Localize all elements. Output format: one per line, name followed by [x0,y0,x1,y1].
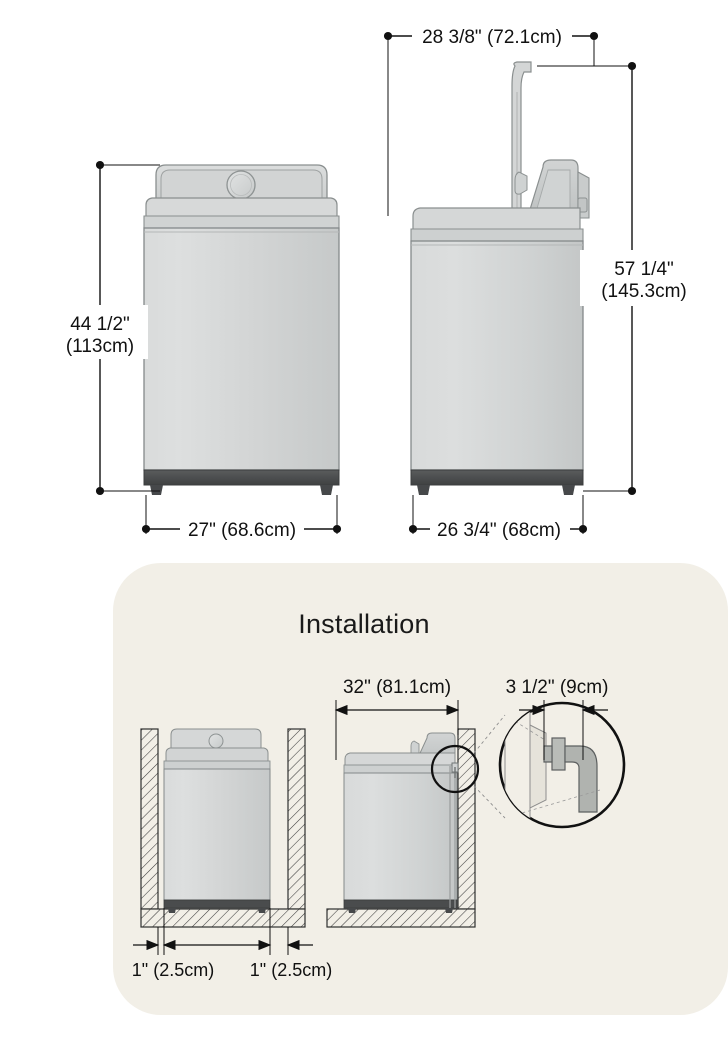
install-side-foot-left [348,908,356,913]
install-side-cabinet [343,772,458,901]
installation-section: Installation 1" (2.5cm) [113,563,728,1015]
dimension-side-clearance-left: 1" (2.5cm) [132,908,214,980]
side-console-nub [514,171,528,195]
dimension-depth-lid-open: 28 3/8" (72.1cm) [383,24,599,216]
dim-label-bg [430,517,570,541]
front-lid-strip [145,197,338,219]
dimension-install-depth-clearance: 32" (81.1cm) [334,677,460,760]
detail-inner-leader-bottom [504,789,601,819]
install-front-view: 1" (2.5cm) 1" (2.5cm) [132,728,332,980]
side-foot-right [562,485,575,495]
side-cabinet [410,240,584,471]
dimension-height-lid-open: 57 1/4" (145.3cm) [537,61,716,496]
install-front-foot-left [168,908,176,913]
dimension-label-height-open-cm: (145.3cm) [601,281,687,302]
dimension-height-lid-closed: 44 1/2" (113cm) [52,160,160,496]
dimension-width: 27" (68.6cm) [141,495,342,541]
install-front-lid-strip [165,747,269,763]
dimension-side-clearance-right: 1" (2.5cm) [250,927,332,980]
install-front-base-band [163,899,271,909]
dim-label-bg [412,24,572,48]
side-top-shoulder [410,228,584,242]
install-front-foot-right [258,908,266,913]
front-foot-left [150,485,163,495]
dimension-label-height-in: 44 1/2" [70,314,130,335]
control-dial-ring-icon [230,174,252,196]
drain-hose-detail-callout [498,701,626,829]
install-side-base-band [343,899,458,909]
dimension-label-height-cm: (113cm) [66,336,134,357]
side-base-band [410,469,584,486]
install-side-floor [326,908,476,928]
install-side-top-deck [344,752,456,767]
detail-collar [551,737,566,771]
front-cabinet [143,227,340,471]
install-floor [140,908,306,928]
dimension-label-depth-lid-open: 28 3/8" (72.1cm) [422,27,562,48]
install-wall-right [287,728,306,910]
side-view [410,61,590,495]
dimension-label-install-rear-clearance: 3 1/2" (9cm) [506,677,609,698]
side-top-deck [412,207,581,232]
dim-label-bg [52,305,148,359]
dimension-install-rear-clearance: 3 1/2" (9cm) [506,677,609,760]
dimension-label-width: 27" (68.6cm) [188,520,296,541]
install-side-foot-right [445,908,453,913]
dimension-install-washer-width [162,908,272,955]
install-side-view: 32" (81.1cm) 3 1/2" (9cm) [326,677,626,928]
install-control-dial-icon [208,733,224,749]
front-view [143,164,340,495]
dimension-depth: 26 3/4" (68cm) [408,495,588,541]
dimension-label-side-clearance-left: 1" (2.5cm) [132,960,214,980]
dim-label-bg [580,250,716,306]
dim-label-bg [180,517,304,541]
side-foot-left [417,485,430,495]
install-wall-left [140,728,159,910]
front-top-shoulder [143,215,340,229]
detail-hose-elbow [564,745,598,813]
dimension-label-height-open-in: 57 1/4" [614,259,674,280]
detail-leader-top [473,714,506,754]
detail-callout-source-circle [430,744,480,794]
install-front-shoulder [163,760,271,770]
detail-hose-inlet [543,745,553,763]
dimension-label-depth: 26 3/4" (68cm) [437,520,561,541]
install-rear-wall [457,728,476,910]
spec-section: 28 3/8" (72.1cm) 44 1/2" (113cm) 57 1/4"… [52,24,716,541]
install-front-cabinet [163,768,271,901]
installation-title: Installation [298,609,429,639]
front-base-band [143,469,340,486]
detail-wall-face [529,724,547,809]
detail-leader-bottom [473,785,506,819]
dimension-label-side-clearance-right: 1" (2.5cm) [250,960,332,980]
front-foot-right [320,485,333,495]
install-side-shoulder [343,764,458,774]
control-dial-icon [226,170,256,200]
dimension-label-install-depth-clearance: 32" (81.1cm) [343,677,451,698]
